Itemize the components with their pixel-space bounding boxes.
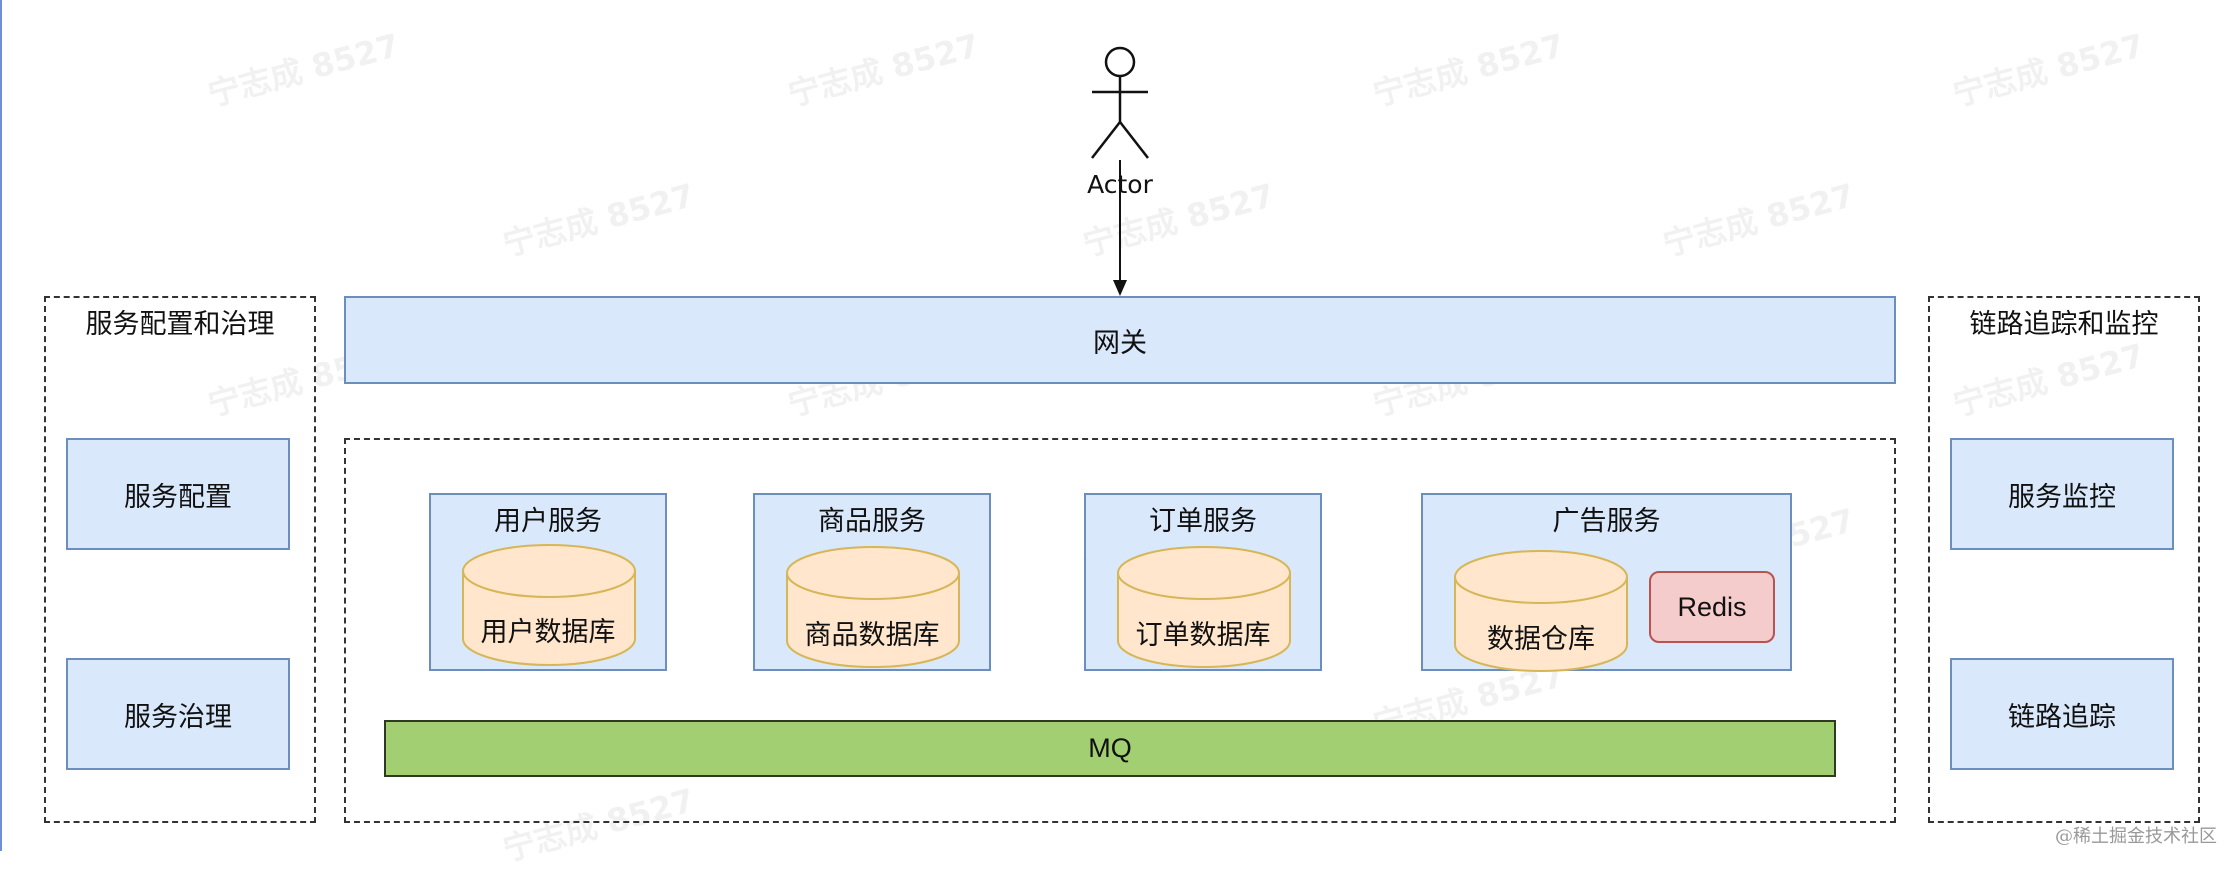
- service-config-box: 服务配置: [66, 438, 290, 550]
- box-label: 链路追踪: [2008, 701, 2116, 733]
- database-label: 商品数据库: [804, 620, 940, 651]
- database-label: 用户数据库: [480, 617, 616, 648]
- service-title: 商品服务: [818, 506, 926, 537]
- service-config-panel: 服务配置和治理 服务配置 服务治理: [44, 296, 316, 823]
- arrow-down-icon: [1113, 160, 1127, 296]
- panel-title: 服务配置和治理: [85, 309, 275, 340]
- database-icon: [786, 546, 960, 668]
- watermark: 宁志成 8527: [783, 26, 984, 114]
- watermark: 宁志成 8527: [498, 176, 699, 264]
- data-warehouse-icon: [1454, 550, 1628, 672]
- mq-label: MQ: [1088, 733, 1132, 763]
- database-icon: [462, 544, 636, 666]
- database-icon: [1117, 546, 1291, 668]
- box-label: 服务配置: [124, 481, 232, 513]
- user-service-box: 用户服务 用户数据库: [429, 493, 667, 671]
- panel-title: 链路追踪和监控: [1969, 309, 2159, 340]
- order-service-box: 订单服务 订单数据库: [1084, 493, 1322, 671]
- service-title: 广告服务: [1552, 506, 1661, 537]
- watermark: 宁志成 8527: [1658, 176, 1859, 264]
- gateway-label: 网关: [1093, 327, 1147, 359]
- actor-icon: [1091, 46, 1149, 159]
- watermark: 宁志成 8527: [203, 26, 404, 114]
- box-label: 服务治理: [124, 701, 232, 733]
- redis-label: Redis: [1677, 591, 1747, 622]
- service-title: 订单服务: [1149, 506, 1257, 537]
- gateway-box: 网关: [344, 296, 1896, 384]
- watermark: 宁志成 8527: [1948, 26, 2149, 114]
- services-panel: [344, 438, 1896, 823]
- service-title: 用户服务: [494, 506, 602, 537]
- redis-box: Redis: [1649, 571, 1775, 643]
- ad-service-box: 广告服务 数据仓库 Redis: [1421, 493, 1792, 672]
- service-governance-box: 服务治理: [66, 658, 290, 770]
- product-service-box: 商品服务 商品数据库: [753, 493, 991, 671]
- tracing-monitoring-panel: 链路追踪和监控 服务监控 链路追踪: [1928, 296, 2200, 823]
- database-label: 订单数据库: [1135, 620, 1271, 651]
- watermark: 宁志成 8527: [1368, 26, 1569, 114]
- footer-watermark: @稀土掘金技术社区: [2055, 826, 2217, 847]
- mq-bar: MQ: [384, 720, 1836, 777]
- database-label: 数据仓库: [1487, 624, 1595, 655]
- tracing-box: 链路追踪: [1950, 658, 2174, 770]
- left-edge-rule: [0, 0, 2, 851]
- service-monitoring-box: 服务监控: [1950, 438, 2174, 550]
- box-label: 服务监控: [2008, 481, 2116, 513]
